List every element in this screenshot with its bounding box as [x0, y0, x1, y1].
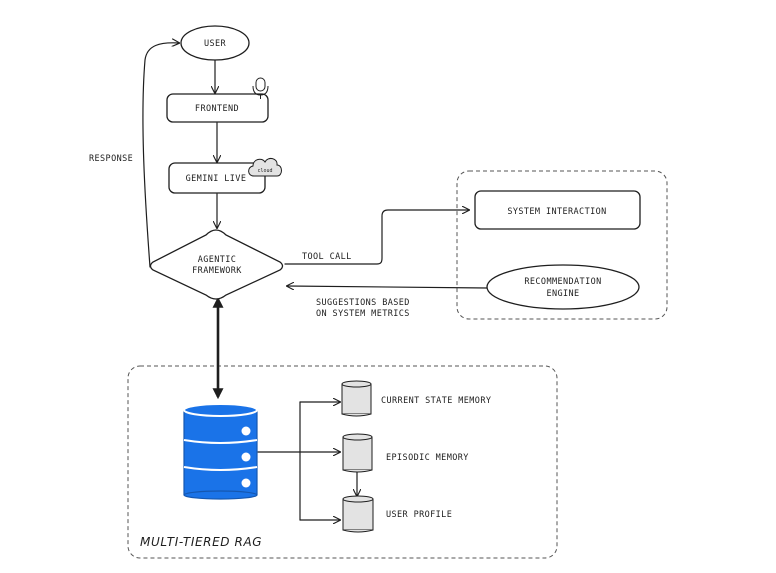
response-label: RESPONSE [89, 154, 133, 164]
cloud-label: cloud [257, 168, 272, 174]
cloud-icon: cloud [248, 157, 282, 177]
system-interaction-label: SYSTEM INTERACTION [507, 207, 606, 217]
user-label: USER [204, 39, 227, 49]
frontend-node: FRONTEND [166, 93, 269, 123]
system-interaction-node: SYSTEM INTERACTION [474, 190, 641, 230]
user-profile-cylinder [342, 495, 374, 533]
agentic-framework-node: AGENTIC FRAMEWORK [149, 229, 284, 300]
tool-call-label: TOOL CALL [302, 252, 352, 262]
episodic-memory-label: EPISODIC MEMORY [386, 453, 469, 463]
frontend-label: FRONTEND [195, 104, 239, 114]
suggestions-label-1: SUGGESTIONS BASED [316, 298, 410, 308]
recommendation-engine-node: RECOMMENDATION ENGINE [486, 264, 640, 310]
user-node: USER [180, 25, 250, 61]
recommendation-label-2: ENGINE [546, 289, 579, 299]
database-icon [183, 403, 258, 500]
current-state-memory-label: CURRENT STATE MEMORY [381, 396, 491, 406]
user-profile-label: USER PROFILE [386, 510, 452, 520]
agentic-framework-label-2: FRAMEWORK [192, 266, 242, 276]
suggestions-label-2: ON SYSTEM METRICS [316, 309, 410, 319]
current-state-memory-cylinder [341, 380, 372, 417]
gemini-live-node: GEMINI LIVE [168, 162, 266, 194]
agentic-framework-label-1: AGENTIC [198, 255, 237, 265]
arrow-suggestions [287, 286, 488, 288]
microphone-icon [252, 77, 269, 99]
external-systems-group [456, 170, 668, 320]
arrow-response [142, 43, 179, 268]
gemini-live-label: GEMINI LIVE [186, 174, 247, 184]
rag-group [127, 365, 558, 559]
arrow-tool-call [284, 210, 469, 265]
episodic-memory-cylinder [342, 433, 373, 473]
recommendation-label-1: RECOMMENDATION [524, 277, 601, 287]
rag-group-title: MULTI-TIERED RAG [140, 535, 262, 549]
